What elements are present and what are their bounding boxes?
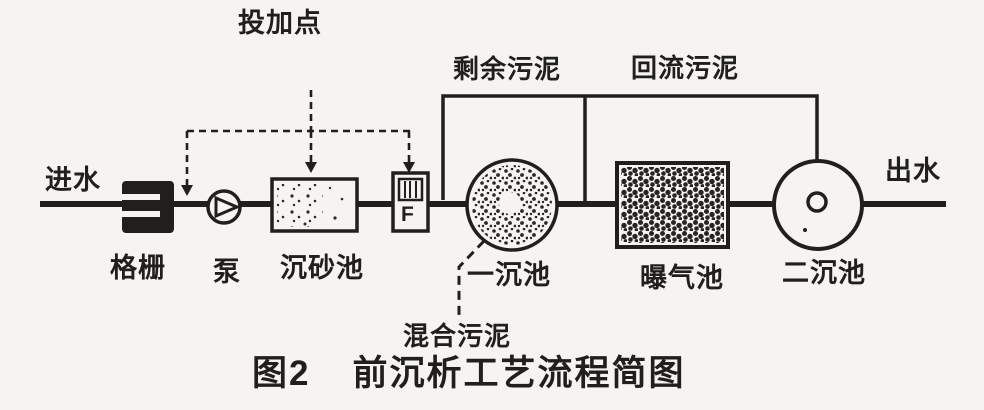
grit-to-flume-pipe [356, 201, 394, 207]
aeration-to-secondary-pipe [726, 201, 776, 207]
label-dosing-point: 投加点 [238, 8, 322, 38]
label-excess-sludge: 剩余污泥 [453, 54, 562, 84]
flume-to-primary-pipe [426, 201, 469, 207]
label-secondary-clarifier: 二沉池 [782, 258, 866, 288]
label-aeration-tank: 曝气池 [640, 263, 724, 293]
primary-to-aeration-pipe [555, 201, 619, 207]
flume-shape [391, 171, 430, 233]
pump-to-grit-pipe [238, 201, 274, 207]
figure-caption: 图2 前沉析工艺流程简图 [252, 356, 685, 391]
label-flume-f: F [401, 203, 414, 226]
figure-title: 前沉析工艺流程简图 [352, 354, 686, 393]
water-pipes [40, 201, 946, 207]
label-screen: 格栅 [110, 253, 166, 283]
secondary-clarifier-shape [772, 159, 864, 251]
label-influent: 进水 [45, 165, 101, 195]
label-mixed-sludge: 混合污泥 [403, 321, 512, 351]
grit-chamber-shape [270, 177, 359, 233]
sludge-return-line [441, 94, 819, 201]
label-primary-clarifier: 一沉池 [467, 260, 551, 290]
dosing-arrowheads [181, 162, 415, 196]
label-return-sludge: 回流污泥 [631, 53, 740, 83]
label-grit-chamber: 沉砂池 [280, 253, 364, 283]
arrowhead-down-icon [305, 162, 317, 173]
influent-pipe [40, 201, 124, 207]
arrowhead-down-icon [181, 185, 193, 196]
mixed-sludge-line [457, 239, 486, 316]
bar-screen-icon [118, 181, 174, 233]
arrowhead-down-icon [403, 162, 415, 173]
primary-clarifier-shape [465, 158, 559, 252]
aeration-tank-shape [615, 161, 730, 249]
dosing-line [185, 90, 411, 185]
excess-return-sludge-run [441, 94, 819, 200]
pump-icon [206, 189, 242, 225]
effluent-pipe [860, 201, 946, 207]
label-effluent: 出水 [885, 156, 941, 186]
figure-number: 图2 [252, 354, 311, 393]
label-pump: 泵 [213, 257, 241, 287]
screen-to-pump-pipe [170, 201, 210, 207]
